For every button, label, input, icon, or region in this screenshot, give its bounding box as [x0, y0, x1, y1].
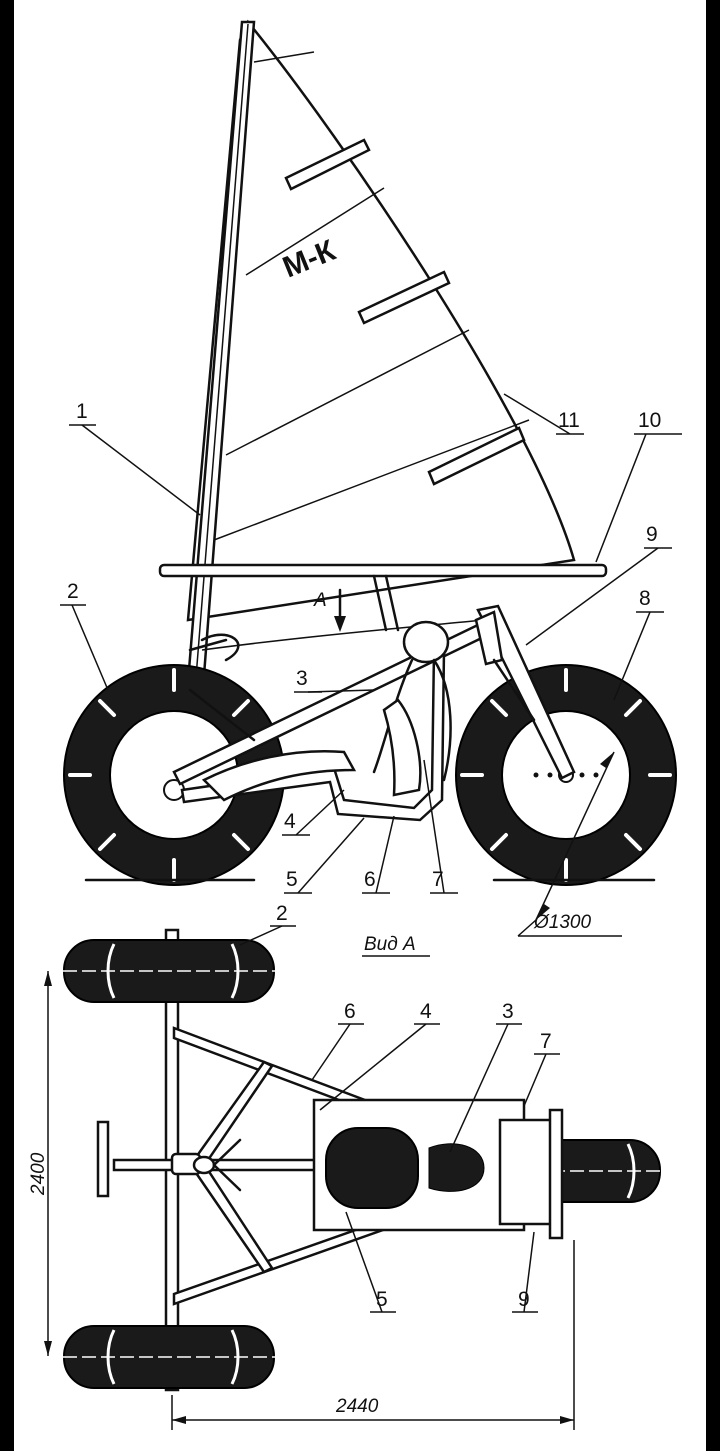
- callout-7: 7: [432, 868, 444, 891]
- track-dimension: 2400: [28, 971, 52, 1356]
- callout-1: 1: [76, 400, 88, 423]
- side-callout-labels: 1 2 3 4 5 6 7 8 9 10 11: [67, 400, 661, 891]
- sail-marking: М-К: [278, 234, 340, 285]
- sail-battens: [284, 138, 526, 486]
- land-yacht-drawing: Ø1300 А 1 2 3 4 5 6: [28, 19, 692, 1430]
- top-view: Вид А: [28, 902, 692, 1430]
- side-callouts: [60, 393, 682, 894]
- callout-10: 10: [638, 409, 661, 432]
- top-callout-2: 2: [276, 902, 288, 925]
- callout-8: 8: [639, 587, 651, 610]
- top-callout-5: 5: [376, 1288, 388, 1311]
- callout-3: 3: [296, 667, 308, 690]
- top-tire-lower: [44, 1325, 294, 1389]
- top-frame: [96, 1026, 564, 1306]
- wheelbase-dimension: 2440: [171, 1240, 575, 1430]
- top-callouts: [239, 925, 560, 1313]
- wheel-diameter-label: Ø1300: [533, 912, 591, 933]
- callout-2: 2: [67, 580, 79, 603]
- top-callout-9: 9: [518, 1288, 530, 1311]
- callout-9: 9: [646, 523, 658, 546]
- wheel-diameter-dimension: Ø1300: [517, 751, 622, 937]
- side-view: Ø1300 А 1 2 3 4 5 6: [60, 19, 682, 937]
- view-arrow-letter: А: [313, 590, 327, 611]
- top-callout-6: 6: [344, 1000, 356, 1023]
- top-callout-labels: 2 6 4 3 7 5 9: [276, 902, 552, 1311]
- view-arrow: А: [313, 588, 346, 632]
- callout-5: 5: [286, 868, 298, 891]
- top-callout-4: 4: [420, 1000, 432, 1023]
- top-callout-7: 7: [540, 1030, 552, 1053]
- drawing-sheet: Ø1300 А 1 2 3 4 5 6: [14, 0, 706, 1451]
- boom: [158, 563, 608, 632]
- callout-6: 6: [364, 868, 376, 891]
- wheelbase-label: 2440: [335, 1396, 379, 1417]
- callout-11: 11: [558, 409, 580, 432]
- top-callout-3: 3: [502, 1000, 514, 1023]
- pilot-figure: [201, 620, 452, 802]
- sail: [186, 19, 576, 622]
- view-title: Вид А: [364, 934, 416, 955]
- top-tire-upper: [44, 939, 294, 1003]
- callout-4: 4: [284, 810, 296, 833]
- track-width-label: 2400: [28, 1152, 49, 1196]
